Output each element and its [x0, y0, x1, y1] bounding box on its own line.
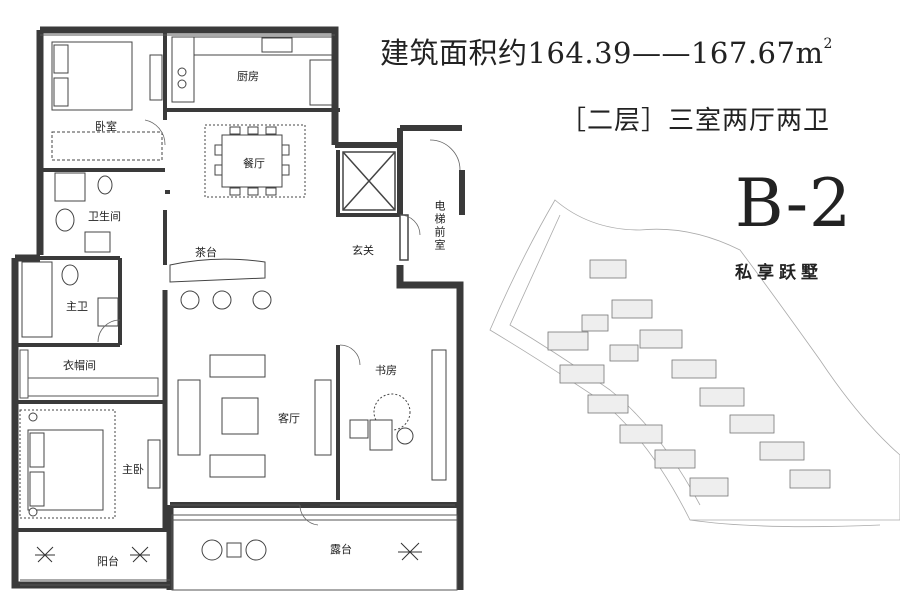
bathroom-fixtures [21, 172, 119, 338]
area-value: 建筑面积约164.39——167.67m [380, 36, 824, 70]
room-label-foyer: 玄关 [352, 244, 374, 257]
door-swings [97, 119, 461, 526]
terrace-outline [171, 514, 458, 591]
terrace-chairs [201, 539, 267, 561]
site-plan-map [489, 199, 900, 528]
tea-area [169, 258, 272, 310]
plant-icon [35, 542, 422, 563]
elevator-shaft [342, 151, 409, 261]
site-plan-buildings [547, 259, 831, 497]
room-label-dining: 餐厅 [243, 157, 265, 170]
room-label-balcony: 阳台 [97, 555, 119, 568]
living-furniture [177, 354, 332, 478]
unit-code: B-2 [735, 165, 853, 242]
room-label-kitchen: 厨房 [237, 70, 259, 83]
closet-rails [19, 349, 159, 399]
room-label-bedroom: 卧室 [95, 120, 117, 133]
exterior-wall [396, 265, 464, 590]
room-label-bathroom: 卫生间 [88, 210, 121, 223]
room-label-elevator-lobby: 电梯前室 [433, 200, 446, 252]
room-label-study: 书房 [375, 364, 397, 377]
room-label-tea: 茶台 [195, 246, 217, 259]
dining-set [204, 124, 306, 198]
interior-wall [336, 150, 400, 217]
room-label-closet: 衣帽间 [63, 359, 96, 372]
room-label-terrace: 露台 [330, 543, 352, 556]
room-label-living: 客厅 [278, 412, 300, 425]
kitchen-counter [171, 36, 333, 106]
study-furniture [349, 349, 447, 481]
area-unit-superscript: 2 [823, 36, 833, 52]
tagline: 私享跃墅 [735, 263, 823, 283]
area-label: 建筑面积约164.39——167.67m2 [380, 30, 833, 72]
exterior-wall [40, 26, 339, 145]
room-label-master-bedroom: 主卧 [122, 463, 144, 476]
room-label-master-bath: 主卫 [66, 300, 88, 313]
master-bed [19, 409, 161, 519]
layout-label: ［二层］三室两厅两卫 [560, 106, 831, 136]
bedroom-bed [51, 41, 163, 161]
